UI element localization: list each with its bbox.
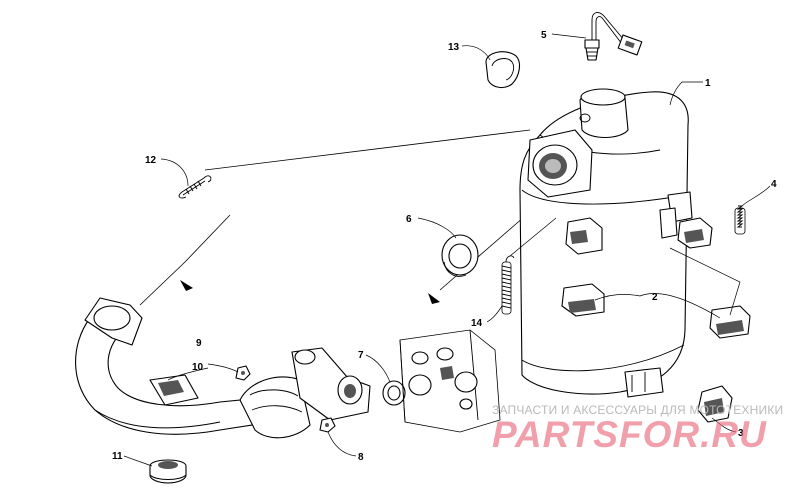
cylinder-head	[399, 329, 501, 433]
rubber-mount	[149, 459, 187, 484]
callout-8: 8	[358, 452, 364, 463]
callout-4: 4	[771, 179, 777, 190]
leader-lines	[123, 33, 771, 467]
small-gasket	[382, 380, 406, 406]
callout-7: 7	[358, 350, 364, 361]
rubber-grommets	[561, 217, 751, 339]
spring-right	[734, 205, 746, 235]
callout-14: 14	[471, 318, 483, 329]
callout-labels: 1 2 3 4 5 6 7 8 9 10 11 12 13 14	[112, 30, 777, 463]
callout-2: 2	[652, 292, 658, 303]
clamp-ring	[485, 51, 521, 89]
callout-11: 11	[112, 451, 123, 462]
alignment-lines	[139, 129, 556, 306]
callout-5: 5	[541, 30, 547, 41]
callout-12: 12	[145, 155, 157, 166]
watermark-logo: PARTSFOR.RU	[492, 414, 767, 455]
gasket-ring	[441, 234, 479, 277]
callout-6: 6	[406, 214, 412, 225]
oxygen-sensor	[584, 12, 643, 61]
callout-10: 10	[192, 362, 204, 373]
nut-upper	[235, 365, 251, 381]
watermark-tagline: ЗАПЧАСТИ И АКСЕССУАРЫ ДЛЯ МОТОТЕХНИКИ	[492, 403, 784, 417]
callout-1: 1	[705, 78, 711, 89]
head-pipe	[75, 297, 371, 439]
muffler	[519, 88, 693, 398]
callout-9: 9	[196, 338, 202, 349]
callout-13: 13	[448, 42, 460, 53]
spring-small	[178, 175, 212, 199]
nut-lower	[319, 417, 336, 433]
bottom-grommet	[697, 385, 733, 423]
spring-long	[501, 255, 515, 315]
callout-3: 3	[738, 428, 744, 439]
